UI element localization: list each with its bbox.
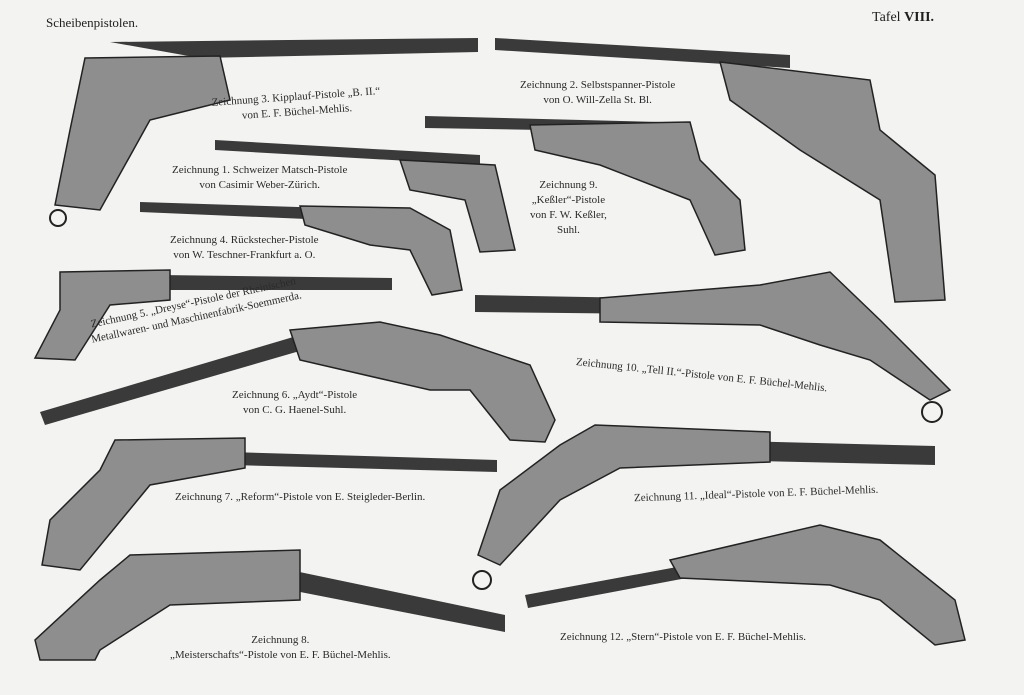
caption-line: von F. W. Keßler, — [530, 209, 607, 221]
caption-line: von Casimir Weber-Zürich. — [199, 179, 320, 191]
caption-line: „Meisterschafts“-Pistole von E. F. Büche… — [170, 649, 391, 661]
caption-line: Zeichnung 4. Rückstecher-Pistole — [170, 234, 319, 246]
pistol-10-illustration — [475, 271, 952, 423]
caption-line: Zeichnung 9. — [539, 179, 598, 191]
caption-line: Zeichnung 6. „Aydt“-Pistole — [232, 389, 358, 401]
caption-line: von W. Teschner-Frankfurt a. O. — [173, 249, 316, 261]
caption-drawing-12: Zeichnung 12. „Stern“-Pistole von E. F. … — [560, 631, 806, 643]
pistol-2-illustration — [495, 38, 946, 303]
caption-drawing-2: Zeichnung 2. Selbstspanner-Pistole von O.… — [520, 78, 675, 108]
pistol-1-illustration — [215, 140, 516, 253]
caption-drawing-9: Zeichnung 9. „Keßler“-Pistole von F. W. Ke… — [530, 178, 607, 238]
pistol-12-illustration — [525, 524, 966, 646]
caption-line: Zeichnung 8. — [251, 634, 310, 646]
pistol-5-illustration — [33, 269, 392, 361]
pistol-3-illustration — [49, 38, 478, 227]
pistol-8-illustration — [34, 549, 505, 661]
caption-drawing-8: Zeichnung 8. „Meisterschafts“-Pistole von… — [170, 633, 391, 663]
plate-roman-number: VIII. — [904, 10, 935, 25]
caption-drawing-4: Zeichnung 4. Rückstecher-Pistole von W. T… — [170, 233, 319, 263]
pistol-7-illustration — [41, 437, 497, 571]
caption-drawing-1: Zeichnung 1. Schweizer Matsch-Pistole von… — [172, 163, 347, 193]
caption-line: Suhl. — [556, 224, 580, 236]
pistol-6-illustration — [40, 321, 556, 443]
plate-title: Scheibenpistolen. — [46, 15, 139, 30]
plate-number: Tafel VIII. — [872, 10, 934, 26]
pistol-9-illustration — [425, 116, 746, 256]
caption-line: von O. Will-Zella St. Bl. — [543, 94, 652, 106]
caption-drawing-7: Zeichnung 7. „Reform“-Pistole von E. Ste… — [175, 491, 426, 503]
caption-line: Zeichnung 2. Selbstspanner-Pistole — [520, 79, 676, 91]
caption-line: Zeichnung 1. Schweizer Matsch-Pistole — [172, 164, 348, 176]
caption-line: von C. G. Haenel-Suhl. — [242, 404, 347, 416]
caption-line: „Keßler“-Pistole — [531, 194, 606, 206]
plate-label: Tafel — [872, 10, 901, 25]
caption-drawing-6: Zeichnung 6. „Aydt“-Pistole von C. G. Hae… — [232, 388, 357, 418]
pistol-4-illustration — [140, 202, 463, 296]
pistol-11-illustration — [472, 424, 935, 590]
